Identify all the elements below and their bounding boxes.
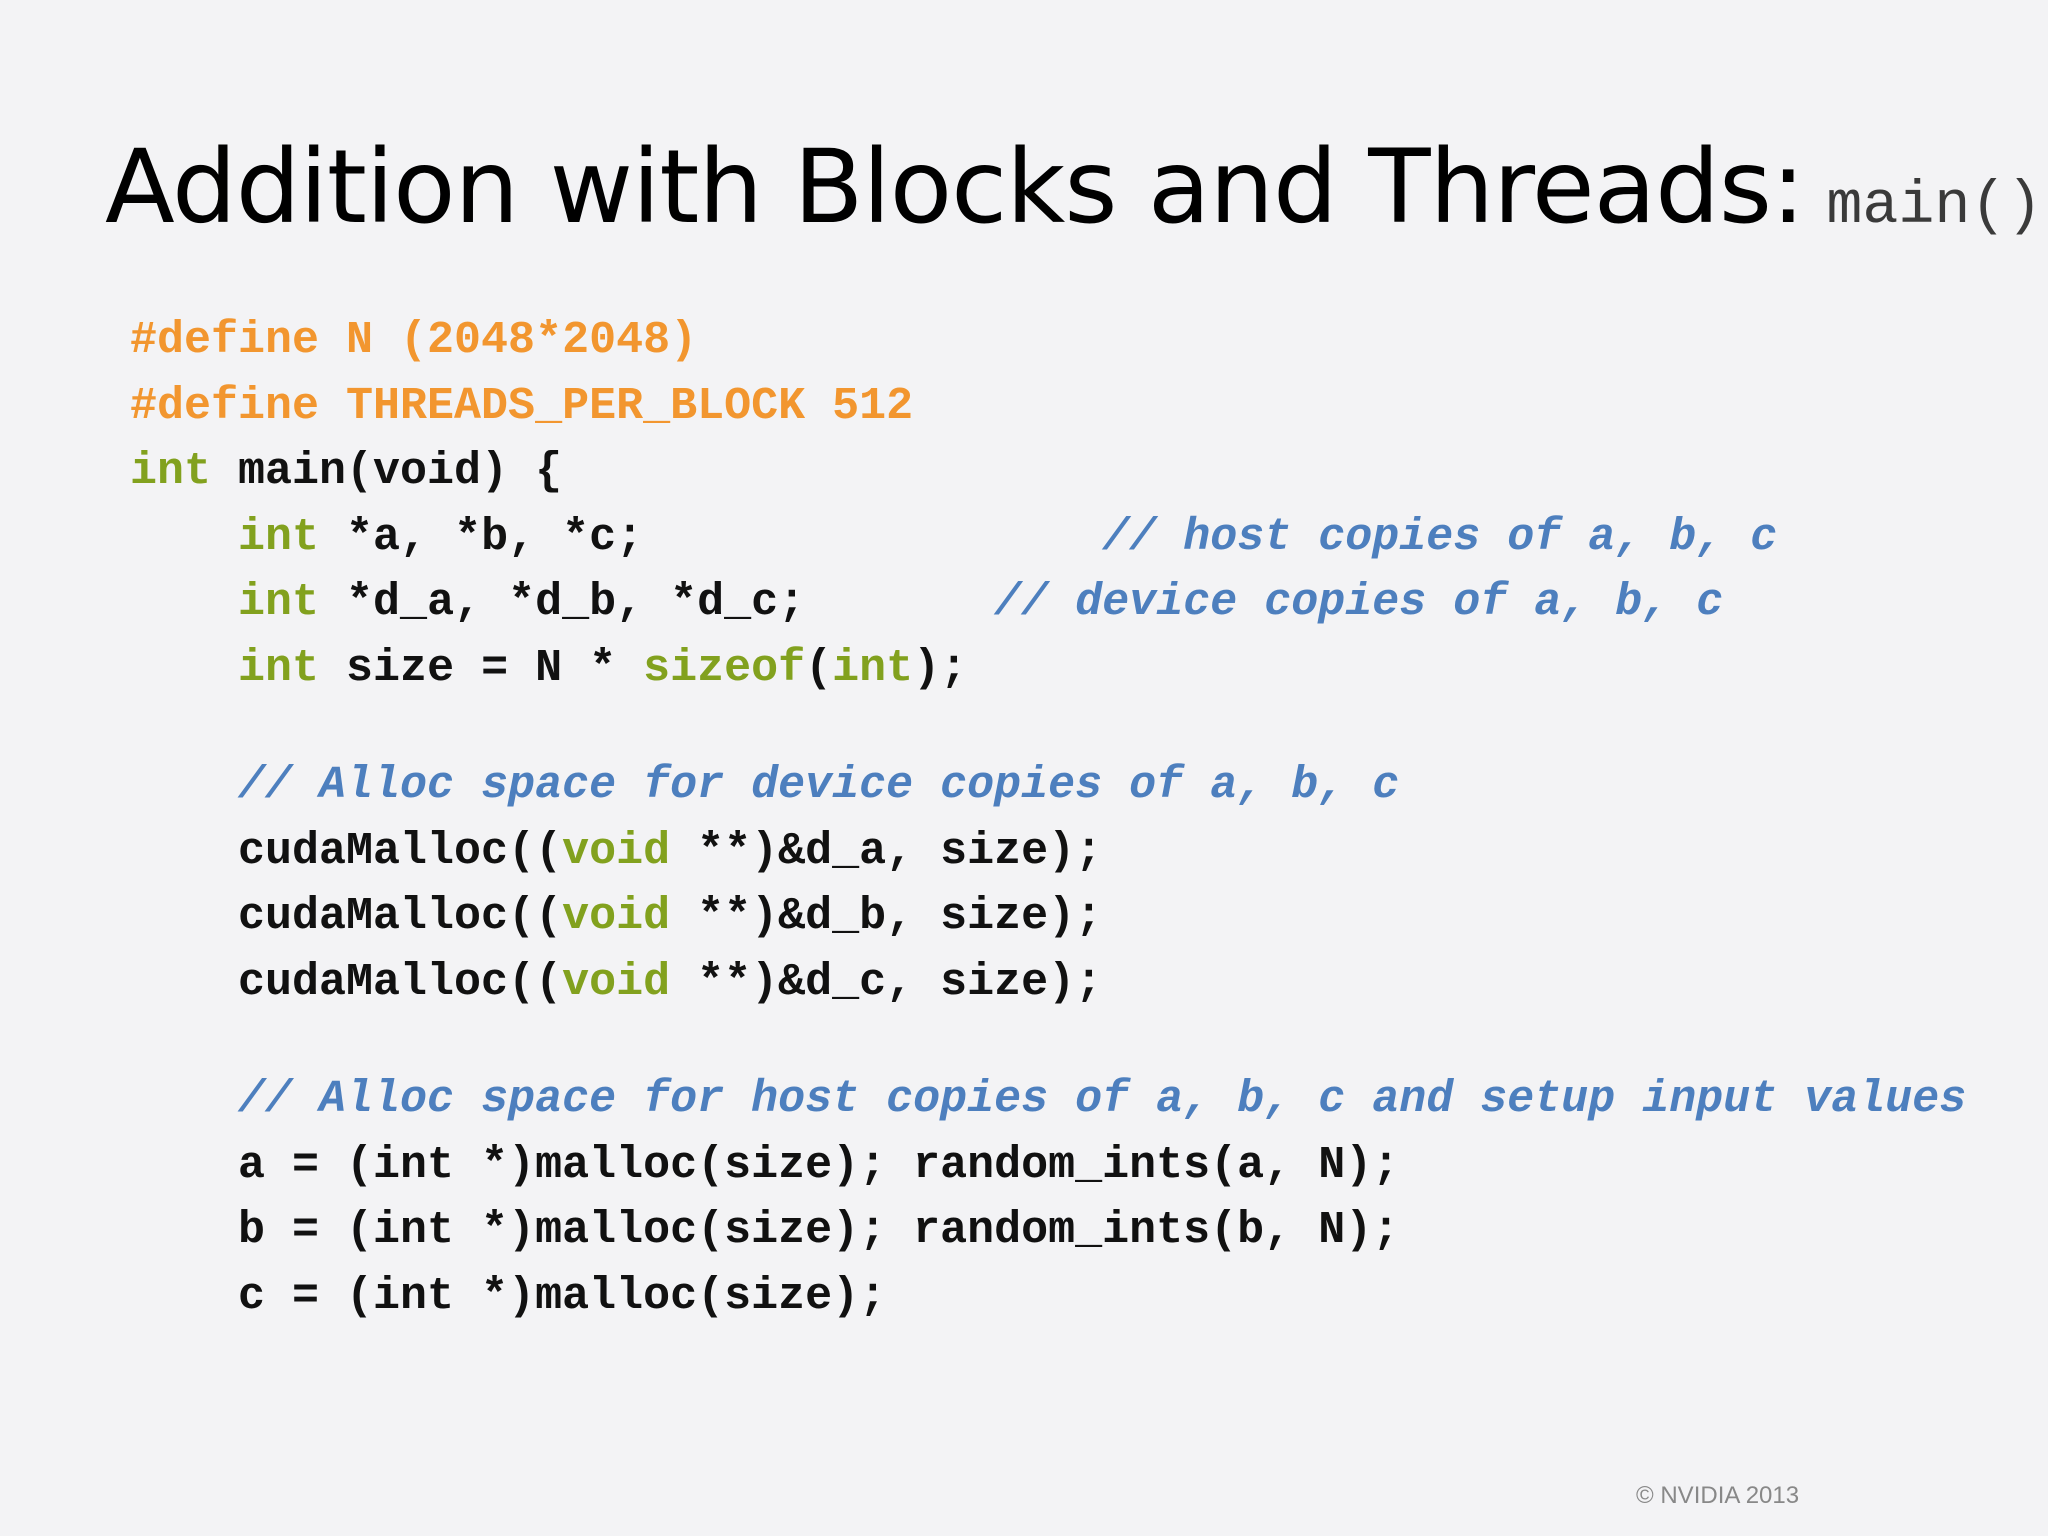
code-line: int *a, *b, *c; // host copies of a, b, … [130, 505, 1966, 571]
code-line: int *d_a, *d_b, *d_c; // device copies o… [130, 570, 1966, 636]
code-comment: // host copies of a, b, c [1102, 511, 1778, 563]
code-keyword: int [238, 642, 320, 694]
code-text [130, 577, 238, 628]
code-text [130, 1074, 238, 1125]
code-keyword: int [238, 511, 320, 563]
code-keyword: void [562, 825, 671, 877]
code-text [130, 643, 238, 694]
code-line: cudaMalloc((void **)&d_a, size); [130, 819, 1966, 885]
code-text: size = N * [319, 642, 644, 694]
code-line: a = (int *)malloc(size); random_ints(a, … [130, 1133, 1966, 1199]
code-line: cudaMalloc((void **)&d_c, size); [130, 950, 1966, 1016]
code-text: b = (int *)malloc(size); random_ints(b, … [130, 1205, 1400, 1256]
code-keyword: void [562, 956, 671, 1008]
code-line: c = (int *)malloc(size); [130, 1264, 1966, 1330]
code-text: main(void) { [211, 446, 563, 497]
code-text [130, 512, 238, 563]
code-line: // Alloc space for host copies of a, b, … [130, 1067, 1966, 1133]
code-keyword: sizeof [643, 642, 806, 694]
code-line: // Alloc space for device copies of a, b… [130, 753, 1966, 819]
code-line: #define N (2048*2048) [130, 308, 1966, 374]
code-text: **)&d_c, size); [670, 956, 1103, 1008]
code-line: cudaMalloc((void **)&d_b, size); [130, 884, 1966, 950]
code-keyword: int [130, 446, 212, 497]
code-preprocessor: #define THREADS_PER_BLOCK 512 [130, 380, 914, 432]
copyright-notice: © NVIDIA 2013 [1636, 1482, 1800, 1509]
code-line: b = (int *)malloc(size); random_ints(b, … [130, 1198, 1966, 1264]
code-text: cudaMalloc(( [130, 825, 563, 877]
code-text: a = (int *)malloc(size); random_ints(a, … [130, 1139, 1400, 1191]
code-preprocessor: #define N (2048*2048) [130, 315, 698, 366]
code-keyword: void [562, 891, 671, 942]
code-comment: // device copies of a, b, c [994, 577, 1724, 628]
code-comment: // Alloc space for host copies of a, b, … [238, 1074, 1967, 1125]
code-block: #define N (2048*2048) #define THREADS_PER… [130, 308, 1966, 1329]
code-keyword: int [832, 642, 914, 694]
code-comment: // Alloc space for device copies of a, b… [238, 760, 1400, 811]
code-text: c = (int *)malloc(size); [130, 1270, 887, 1322]
code-text [130, 760, 238, 811]
code-text: ( [805, 642, 833, 694]
code-line: int main(void) { [130, 439, 1966, 505]
code-text: **)&d_a, size); [670, 825, 1103, 877]
code-keyword: int [238, 577, 320, 628]
code-text: **)&d_b, size); [670, 891, 1103, 942]
title-code: main() [1826, 173, 2043, 241]
code-line: int size = N * sizeof(int); [130, 636, 1966, 702]
code-blank-line [130, 701, 1966, 753]
code-text: cudaMalloc(( [130, 891, 563, 942]
title-text: Addition with Blocks and Threads: [105, 128, 1805, 247]
code-blank-line [130, 1015, 1966, 1067]
code-text: *d_a, *d_b, *d_c; [319, 577, 995, 628]
code-text: *a, *b, *c; [319, 511, 1103, 563]
code-text: ); [913, 642, 968, 694]
code-line: #define THREADS_PER_BLOCK 512 [130, 374, 1966, 440]
code-text: cudaMalloc(( [130, 956, 563, 1008]
slide-title: Addition with Blocks and Threads: main() [105, 128, 2042, 247]
